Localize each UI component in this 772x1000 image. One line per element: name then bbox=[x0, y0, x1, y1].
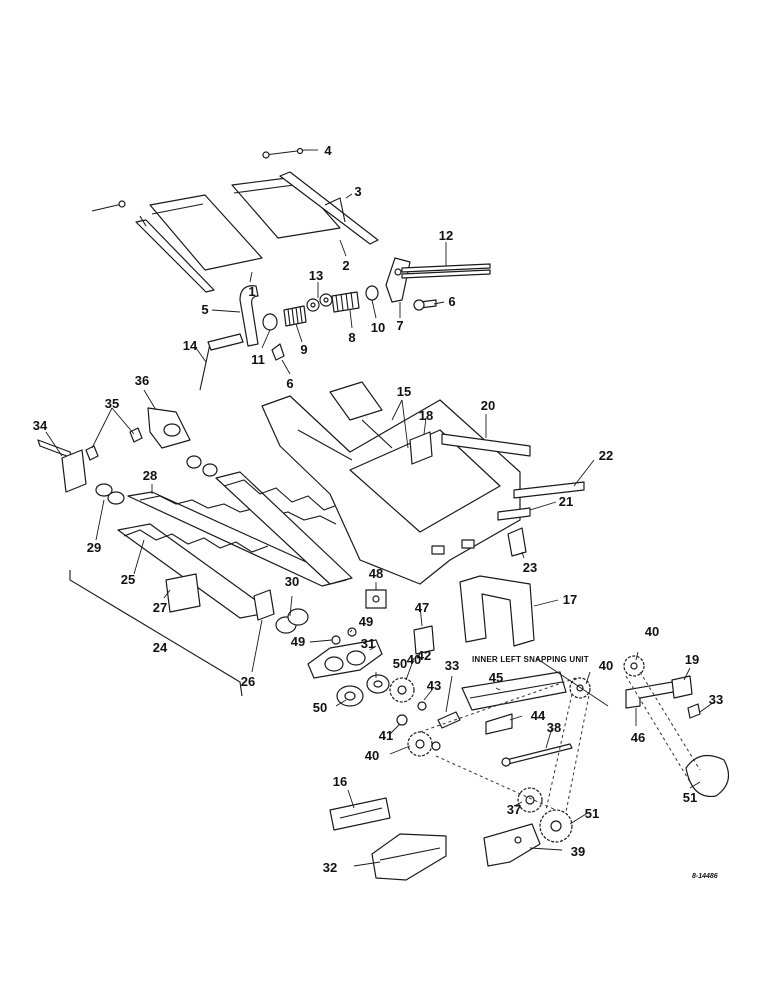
callout-43: 43 bbox=[427, 678, 441, 693]
shield-2 bbox=[231, 176, 341, 239]
callout-24: 24 bbox=[153, 640, 168, 655]
roller-51 bbox=[685, 754, 730, 798]
callout-12: 12 bbox=[439, 228, 453, 243]
callout-51b: 51 bbox=[683, 790, 697, 805]
main-frame bbox=[261, 381, 585, 647]
callout-50a: 50 bbox=[393, 656, 407, 671]
shield-1 bbox=[149, 194, 263, 271]
callout-labels: 1 2 3 4 5 6 6 7 8 9 10 11 12 13 14 15 16… bbox=[33, 143, 723, 875]
callout-14: 14 bbox=[183, 338, 198, 353]
callout-16: 16 bbox=[333, 774, 347, 789]
callout-6a: 6 bbox=[448, 294, 455, 309]
callout-9: 9 bbox=[300, 342, 307, 357]
unit-caption: INNER LEFT SNAPPING UNIT bbox=[472, 655, 589, 664]
callout-29: 29 bbox=[87, 540, 101, 555]
callout-25: 25 bbox=[121, 572, 135, 587]
callout-38: 38 bbox=[547, 720, 561, 735]
callout-46: 46 bbox=[631, 730, 645, 745]
callout-20: 20 bbox=[481, 398, 495, 413]
callout-13: 13 bbox=[309, 268, 323, 283]
drive-assembly bbox=[307, 625, 730, 881]
callout-6b: 6 bbox=[286, 376, 293, 391]
callout-47: 47 bbox=[415, 600, 429, 615]
callout-3: 3 bbox=[354, 184, 361, 199]
reference-number: 8-14486 bbox=[692, 873, 718, 880]
callout-36: 36 bbox=[135, 373, 149, 388]
callout-2: 2 bbox=[342, 258, 349, 273]
callout-10: 10 bbox=[371, 320, 385, 335]
callout-48: 48 bbox=[369, 566, 383, 581]
callout-39: 39 bbox=[571, 844, 585, 859]
leader-lines bbox=[45, 149, 715, 867]
callout-34: 34 bbox=[33, 418, 48, 433]
callout-33b: 33 bbox=[709, 692, 723, 707]
callout-7: 7 bbox=[396, 318, 403, 333]
callout-22: 22 bbox=[599, 448, 613, 463]
callout-40c: 40 bbox=[407, 652, 421, 667]
callout-21: 21 bbox=[559, 494, 573, 509]
callout-27: 27 bbox=[153, 600, 167, 615]
callout-30: 30 bbox=[285, 574, 299, 589]
callout-19: 19 bbox=[685, 652, 699, 667]
callout-1: 1 bbox=[248, 284, 255, 299]
callout-23: 23 bbox=[523, 560, 537, 575]
callout-40d: 40 bbox=[365, 748, 379, 763]
shield-39 bbox=[483, 823, 541, 867]
callout-17: 17 bbox=[563, 592, 577, 607]
shield-32 bbox=[371, 833, 447, 881]
callout-33a: 33 bbox=[445, 658, 459, 673]
callout-5: 5 bbox=[201, 302, 208, 317]
callout-44: 44 bbox=[531, 708, 546, 723]
callout-35: 35 bbox=[105, 396, 119, 411]
snapping-rolls-assembly bbox=[37, 407, 353, 697]
callout-32: 32 bbox=[323, 860, 337, 875]
callout-41: 41 bbox=[379, 728, 393, 743]
upper-assembly bbox=[91, 147, 491, 391]
callout-49a: 49 bbox=[359, 614, 373, 629]
callout-18: 18 bbox=[419, 408, 433, 423]
callout-15: 15 bbox=[397, 384, 411, 399]
callout-37: 37 bbox=[507, 802, 521, 817]
callout-45: 45 bbox=[489, 670, 503, 685]
callout-26: 26 bbox=[241, 674, 255, 689]
callout-50b: 50 bbox=[313, 700, 327, 715]
callout-28: 28 bbox=[143, 468, 157, 483]
callout-11: 11 bbox=[251, 352, 265, 367]
callout-31: 31 bbox=[361, 636, 375, 651]
callout-40a: 40 bbox=[645, 624, 659, 639]
callout-40b: 40 bbox=[599, 658, 613, 673]
callout-49b: 49 bbox=[291, 634, 305, 649]
bracket-7 bbox=[385, 257, 411, 303]
callout-8: 8 bbox=[348, 330, 355, 345]
callout-51a: 51 bbox=[585, 806, 599, 821]
pipe-5 bbox=[239, 285, 259, 347]
callout-4: 4 bbox=[324, 143, 332, 158]
callout-42: 42 bbox=[417, 648, 431, 663]
